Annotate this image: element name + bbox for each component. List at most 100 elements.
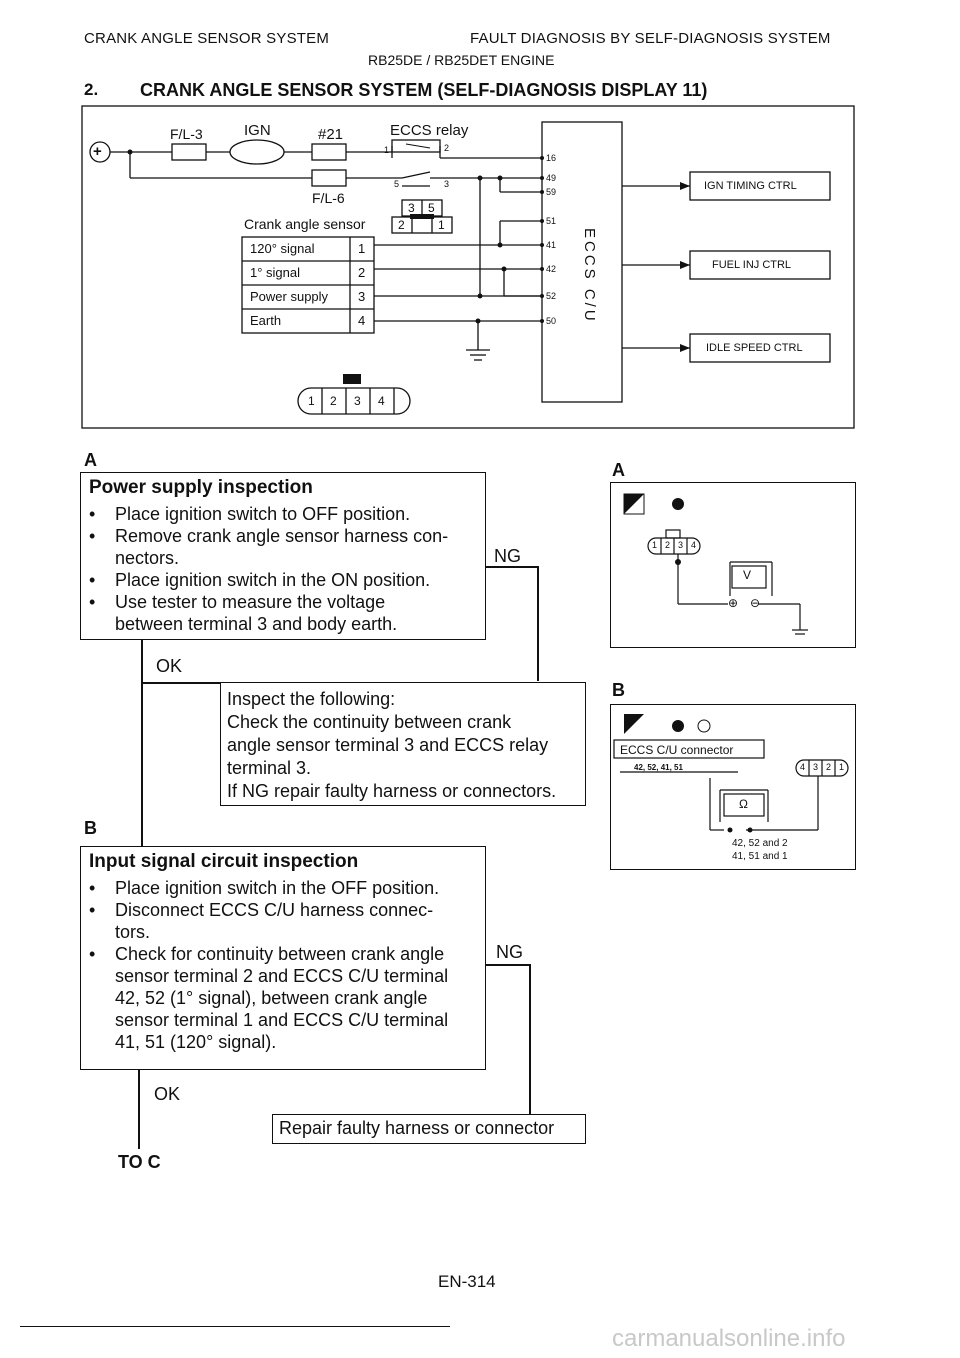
terminal-pair: 41, 51 and 1 xyxy=(732,851,788,862)
to-c-label: TO C xyxy=(118,1152,161,1172)
ignition-off-icon xyxy=(624,714,644,734)
side-a-panel xyxy=(610,482,856,648)
side-a-conn-pin: 2 xyxy=(665,540,671,550)
bullet-line: Place ignition switch to OFF position. xyxy=(115,504,411,524)
sensor-row-name: 120° signal xyxy=(250,241,315,256)
output-ign-timing: IGN TIMING CTRL xyxy=(704,180,797,192)
side-b-label: B xyxy=(612,680,625,700)
battery-plus: + xyxy=(93,143,102,160)
relay-conn-2: 2 xyxy=(398,218,405,232)
input-signal-title: Input signal circuit inspection xyxy=(89,851,359,872)
power-supply-title: Power supply inspection xyxy=(89,477,313,498)
input-signal-bullets: •Place ignition switch in the OFF positi… xyxy=(89,878,449,1052)
bullet-line: sensor terminal 1 and ECCS C/U terminal xyxy=(115,1010,449,1030)
output-fuel-inj: FUEL INJ CTRL xyxy=(712,259,792,271)
sensor-row-name: 1° signal xyxy=(250,265,301,280)
probe-minus: ⊖ xyxy=(750,596,761,610)
relay-conn-1: 1 xyxy=(438,218,445,232)
side-b-conn-pin: 1 xyxy=(839,762,845,772)
power-supply-bullets: •Place ignition switch to OFF position. … xyxy=(89,504,449,634)
bullet-line: 42, 52 (1° signal), between crank angle xyxy=(115,988,428,1008)
ign-label: IGN xyxy=(244,122,271,139)
ng2-connector xyxy=(484,964,530,966)
ecu-pin: 49 xyxy=(546,173,557,183)
eccs-relay-label: ECCS relay xyxy=(390,122,469,139)
input-signal-box: Input signal circuit inspection •Place i… xyxy=(80,846,486,1070)
fuse21-label: #21 xyxy=(318,126,344,143)
ecu-pin: 52 xyxy=(546,291,557,301)
side-a-conn-pin: 4 xyxy=(691,540,697,550)
terminal-pair: 42, 52 and 2 xyxy=(732,838,788,849)
bullet-line: Check for continuity between crank angle xyxy=(115,944,445,964)
flow-main-b xyxy=(138,1069,140,1149)
header-left: CRANK ANGLE SENSOR SYSTEM xyxy=(84,30,330,47)
bullet-line: tors. xyxy=(115,922,151,942)
ok2-label: OK xyxy=(154,1084,181,1104)
harness-icon xyxy=(697,719,711,733)
step-a-label: A xyxy=(84,450,97,470)
relay-pin-1: 1 xyxy=(384,145,390,155)
bullet-line: Remove crank angle sensor harness con- xyxy=(115,526,449,546)
page-number: EN-314 xyxy=(438,1272,496,1291)
relay-pin-5: 5 xyxy=(394,179,400,189)
step-b-label: B xyxy=(84,818,97,838)
relay-conn-5: 5 xyxy=(428,201,435,215)
wiring-diagram xyxy=(81,105,855,429)
voltage-test-illustration xyxy=(623,493,808,635)
flow-main-a xyxy=(141,639,143,846)
ecu-pin: 59 xyxy=(546,187,557,197)
bullet-line: sensor terminal 2 and ECCS C/U terminal xyxy=(115,966,449,986)
bullet-line: Place ignition switch in the ON position… xyxy=(115,570,431,590)
inspect-line: Inspect the following: xyxy=(227,689,396,709)
side-a-label: A xyxy=(612,460,625,480)
ecu-pin: 41 xyxy=(546,240,557,250)
relay-pin-3: 3 xyxy=(444,179,450,189)
bullet-line: Disconnect ECCS C/U harness connec- xyxy=(115,900,434,920)
side-b-panel xyxy=(610,704,856,870)
bullet-line: nectors. xyxy=(115,548,180,568)
section-title: CRANK ANGLE SENSOR SYSTEM (SELF-DIAGNOSI… xyxy=(140,80,708,100)
connector-pin: 4 xyxy=(378,394,385,408)
side-b-conn-pin: 4 xyxy=(800,762,806,772)
connector-icon xyxy=(672,720,684,732)
repair-box: Repair faulty harness or connector xyxy=(272,1114,586,1144)
bullet-line: Use tester to measure the voltage xyxy=(115,592,386,612)
inspect-line: angle sensor terminal 3 and ECCS relay xyxy=(227,735,549,755)
ng1-connector xyxy=(484,566,538,568)
output-idle-speed: IDLE SPEED CTRL xyxy=(706,342,803,354)
header-right: FAULT DIAGNOSIS BY SELF-DIAGNOSIS SYSTEM xyxy=(470,30,831,47)
side-b-conn-pin: 2 xyxy=(826,762,832,772)
ecu-pin: 16 xyxy=(546,153,557,163)
inspect-box: Inspect the following: Check the continu… xyxy=(220,682,586,806)
side-b-conn-pin: 3 xyxy=(813,762,819,772)
section-number: 2. xyxy=(84,80,99,99)
bullet-line: between terminal 3 and body earth. xyxy=(115,614,398,634)
ecu-pin: 42 xyxy=(546,264,557,274)
ecu-connector-label: ECCS C/U connector xyxy=(620,743,734,757)
sensor-row-pin: 3 xyxy=(358,289,366,304)
fl3-label: F/L-3 xyxy=(170,126,203,142)
power-supply-box: Power supply inspection •Place ignition … xyxy=(80,472,486,640)
inspect-line: Check the continuity between crank xyxy=(227,712,512,732)
ecu-pin: 51 xyxy=(546,216,557,226)
sensor-title: Crank angle sensor xyxy=(244,216,366,232)
sensor-row-pin: 1 xyxy=(358,241,366,256)
sensor-row-pin: 2 xyxy=(358,265,366,280)
ng2-label: NG xyxy=(496,942,523,962)
ok1-label: OK xyxy=(156,656,183,676)
bullet-line: Place ignition switch in the OFF positio… xyxy=(115,878,440,898)
sensor-row-name: Power supply xyxy=(250,289,329,304)
ng1-vertical xyxy=(537,566,539,681)
connector-pin: 1 xyxy=(308,394,315,408)
side-a-conn-pin: 1 xyxy=(652,540,658,550)
inspect-line: terminal 3. xyxy=(227,758,312,778)
ecu-pin: 50 xyxy=(546,316,557,326)
connector-pin: 3 xyxy=(354,394,361,408)
inspect-line: If NG repair faulty harness or connector… xyxy=(227,781,557,801)
connector-pin: 2 xyxy=(330,394,337,408)
sensor-row-pin: 4 xyxy=(358,313,366,328)
relay-pin-2: 2 xyxy=(444,143,450,153)
repair-text: Repair faulty harness or connector xyxy=(279,1118,555,1138)
continuity-test-illustration xyxy=(613,714,849,833)
ng1-label: NG xyxy=(494,546,521,566)
